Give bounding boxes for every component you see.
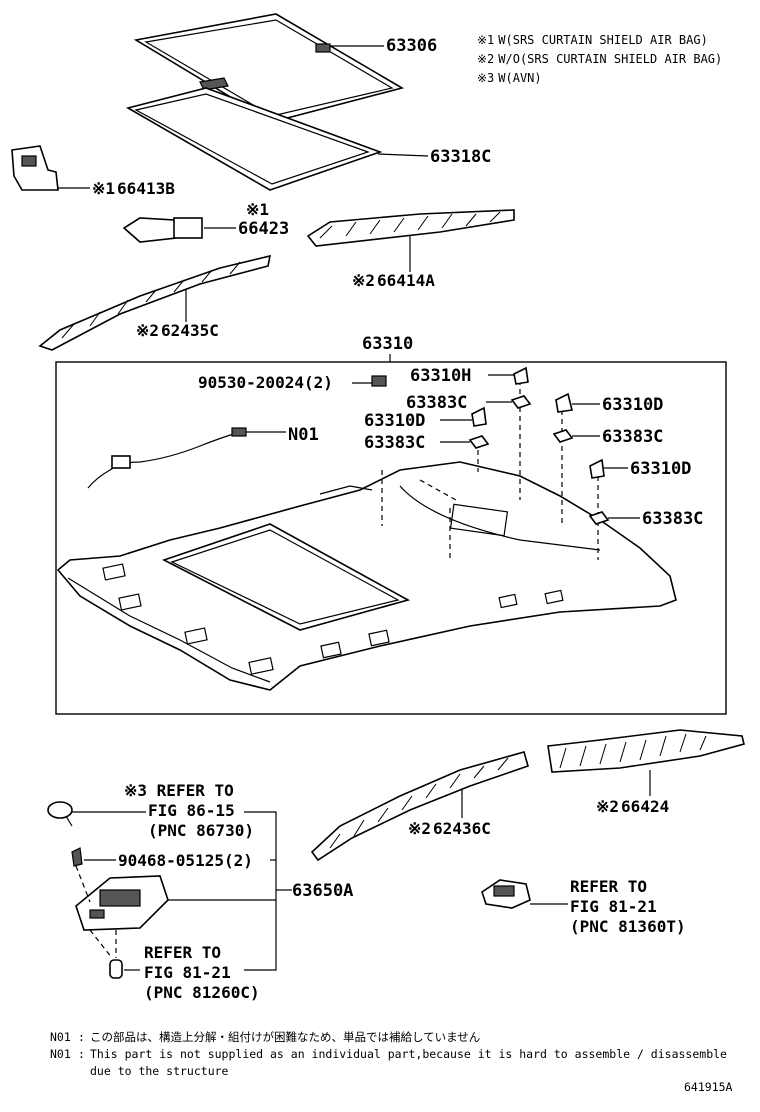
part-66424-garnish[interactable] [547, 729, 745, 796]
label-63310H: 63310H [410, 366, 471, 386]
ref1-line2: FIG 86-15 [148, 801, 235, 820]
part-63306-sunshade[interactable] [133, 13, 405, 123]
ref2-line2: FIG 81-21 [144, 963, 231, 982]
mark-66423: ※1 [246, 200, 269, 219]
ref3-line2: FIG 81-21 [570, 897, 657, 916]
ref1-line3: (PNC 86730) [148, 821, 254, 840]
part-66414A-garnish[interactable] [306, 209, 515, 272]
part-66423-clip[interactable] [122, 217, 236, 243]
label-63310D-b: 63310D [602, 395, 663, 415]
part-62435C-garnish[interactable] [38, 254, 272, 351]
label-63318C: 63318C [430, 147, 491, 167]
label-90530: 90530-20024(2) [198, 373, 333, 392]
svg-text::: : [78, 1030, 85, 1044]
svg-text:due to the structure: due to the structure [90, 1064, 229, 1078]
ref2-line3: (PNC 81260C) [144, 983, 260, 1002]
part-63383C-pad-a[interactable] [510, 395, 532, 409]
svg-text:N01: N01 [50, 1047, 71, 1061]
part-90468-clip[interactable] [71, 847, 83, 867]
part-63650A-console[interactable] [75, 875, 169, 931]
label-66423: 66423 [238, 219, 289, 239]
part-63310H-clip[interactable] [513, 366, 529, 385]
part-63383C-pad-d[interactable] [588, 511, 610, 525]
part-66413B-bracket[interactable] [11, 145, 90, 191]
label-63306: 63306 [386, 36, 437, 56]
part-81360T-lamp[interactable] [481, 879, 531, 909]
svg-text:N01: N01 [50, 1030, 71, 1044]
label-63310D-c: 63310D [630, 459, 691, 479]
part-62436C-garnish[interactable] [310, 751, 529, 862]
figure-id: 641915A [684, 1080, 733, 1094]
part-63310D-clip-c[interactable] [589, 458, 605, 479]
footnotes: N01 : この部品は、構造上分解・組付けが困難なため、単品では補給していません… [50, 1030, 727, 1078]
label-63383C-d: 63383C [642, 509, 703, 529]
label-63650A: 63650A [292, 881, 353, 901]
label-63383C-c: 63383C [602, 427, 663, 447]
svg-text:This part is not supplied as a: This part is not supplied as an individu… [90, 1047, 727, 1061]
part-63318C-seal[interactable] [125, 87, 429, 191]
ref3-line1: REFER TO [570, 877, 647, 896]
ref2-line1: REFER TO [144, 943, 221, 962]
label-N01: N01 [288, 425, 319, 445]
svg-text:この部品は、構造上分解・組付けが困難なため、単品では補給して: この部品は、構造上分解・組付けが困難なため、単品では補給していません [90, 1030, 480, 1044]
label-63383C-b: 63383C [364, 433, 425, 453]
part-63310D-clip-a[interactable] [471, 406, 487, 427]
part-63310-headliner[interactable] [56, 461, 677, 691]
label-63310D-a: 63310D [364, 411, 425, 431]
part-bulb[interactable] [109, 959, 123, 979]
part-63310D-clip-b[interactable] [555, 392, 573, 413]
part-63383C-pad-b[interactable] [468, 435, 490, 449]
part-microphone[interactable] [47, 801, 73, 827]
headliner-assembly-frame [55, 361, 727, 715]
part-N01-wire[interactable] [87, 427, 247, 489]
label-63383C-a: 63383C [406, 393, 467, 413]
part-63383C-pad-c[interactable] [552, 429, 574, 443]
label-63310: 63310 [362, 334, 413, 354]
ref1-line1: ※3 REFER TO [124, 781, 234, 800]
part-90530-pad[interactable] [371, 375, 387, 387]
ref3-line3: (PNC 81360T) [570, 917, 686, 936]
label-90468: 90468-05125(2) [118, 851, 253, 870]
svg-text::: : [78, 1047, 85, 1061]
